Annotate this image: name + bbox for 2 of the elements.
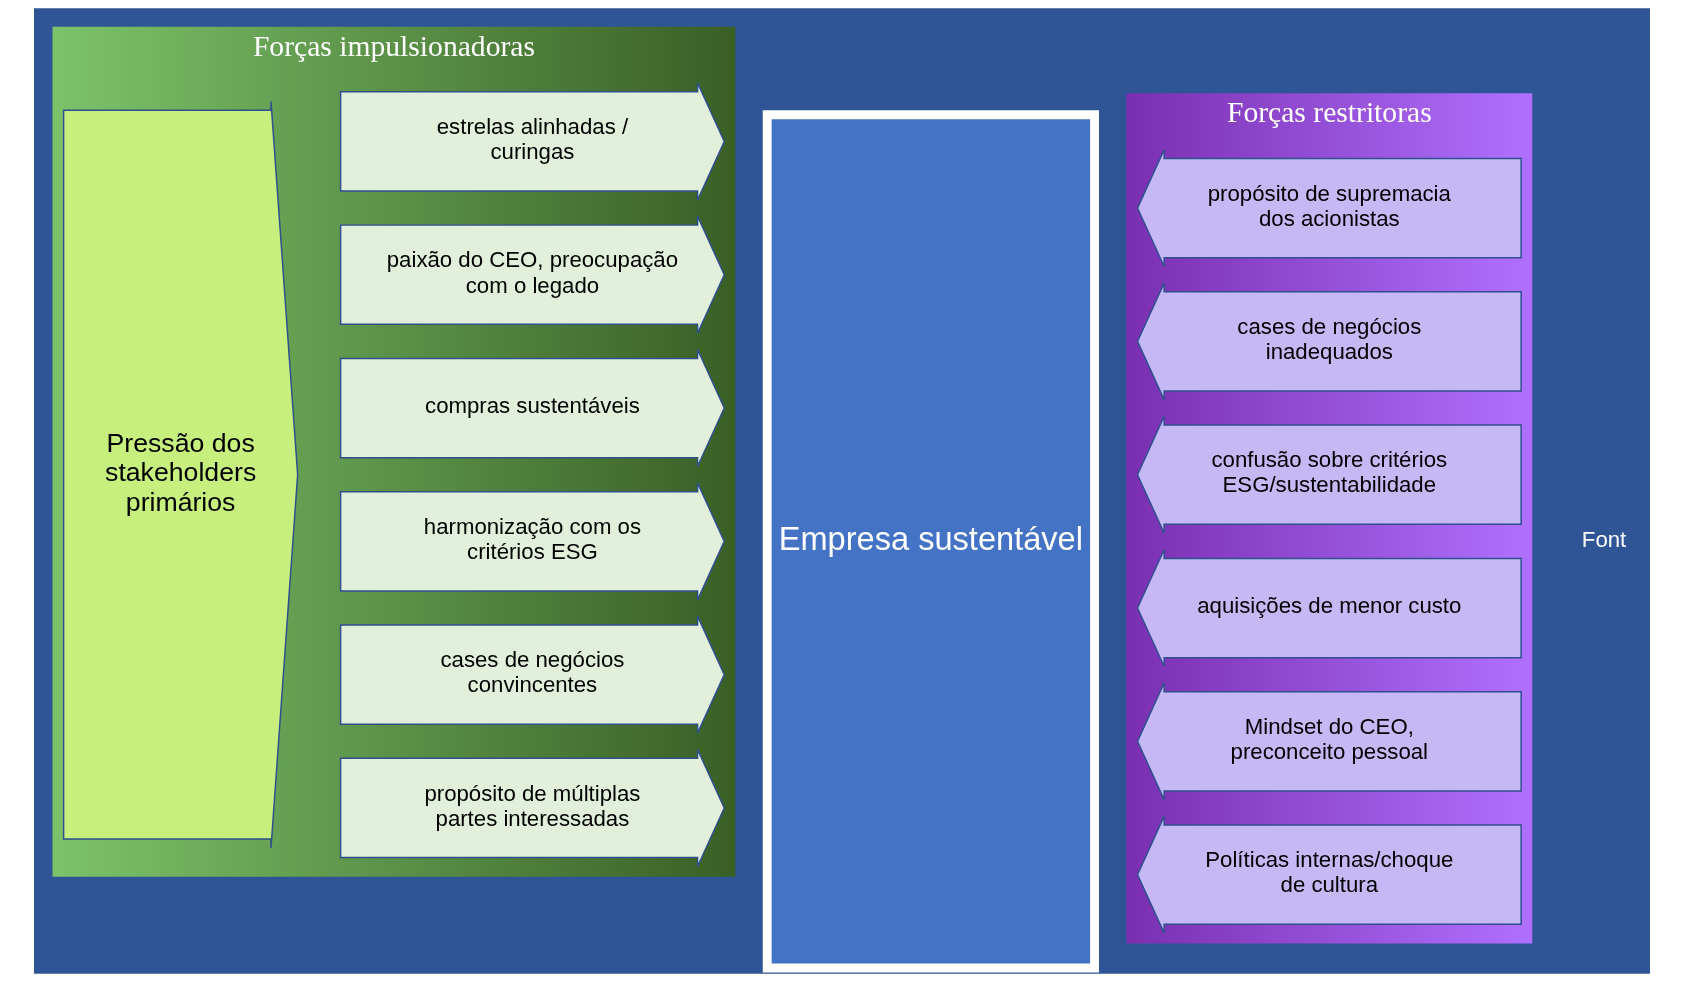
label: Font — [1581, 526, 1627, 552]
node-box: Empresa sustentável — [762, 110, 1099, 973]
